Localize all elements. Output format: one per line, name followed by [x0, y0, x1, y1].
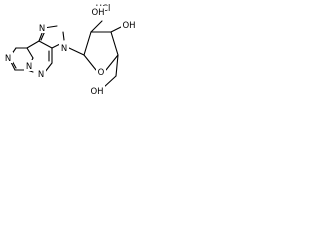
- bond-hex-2: [38, 40, 53, 49]
- atom-labels: N N N N N O OH OH OH: [3, 6, 137, 97]
- bond-oh-5: [102, 75, 117, 89]
- label-bg-n-glycosyl: [59, 42, 69, 53]
- label-bg-oh5: [89, 85, 105, 96]
- bond-sugar-3: [110, 31, 119, 56]
- label-bg-n-bottom: [36, 68, 46, 79]
- bond-imid-5: [26, 47, 34, 59]
- bond-hex-4: [44, 62, 53, 73]
- atom-oh-5: OH: [90, 87, 103, 97]
- bond-lines: [8, 20, 126, 89]
- atom-o-ring: O: [98, 68, 105, 78]
- chemical-structure-diagram: HCl: [3, 4, 137, 97]
- bond-sugar-4: [105, 54, 119, 71]
- bond-pur-3: [62, 31, 65, 41]
- bond-pur-4: [51, 43, 61, 49]
- atom-n-imidazole: N: [5, 54, 11, 64]
- label-bg-n-imid: [3, 52, 13, 63]
- bond-hex-1: [26, 40, 40, 49]
- atom-oh-3: OH: [122, 21, 135, 31]
- atom-oh-2: OH: [91, 8, 104, 18]
- atom-n-bridge: N: [26, 62, 32, 72]
- bond-sugar-1: [83, 31, 92, 56]
- label-bg-n-bridge: [24, 60, 34, 71]
- atom-n-purine-top: N: [39, 24, 45, 34]
- bond-c5: [115, 54, 119, 77]
- label-bg-oh2: [91, 6, 105, 17]
- label-bg-o-ring: [96, 66, 106, 77]
- atom-n-glycosyl: N: [61, 44, 67, 54]
- label-bg-n-top: [37, 22, 47, 33]
- atom-n-pyrimidine-bottom: N: [38, 70, 44, 80]
- bond-glycosidic: [68, 47, 85, 56]
- bond-sugar-5: [83, 54, 97, 71]
- label-bg-oh3: [121, 19, 137, 30]
- bond-oh-2: [90, 20, 103, 33]
